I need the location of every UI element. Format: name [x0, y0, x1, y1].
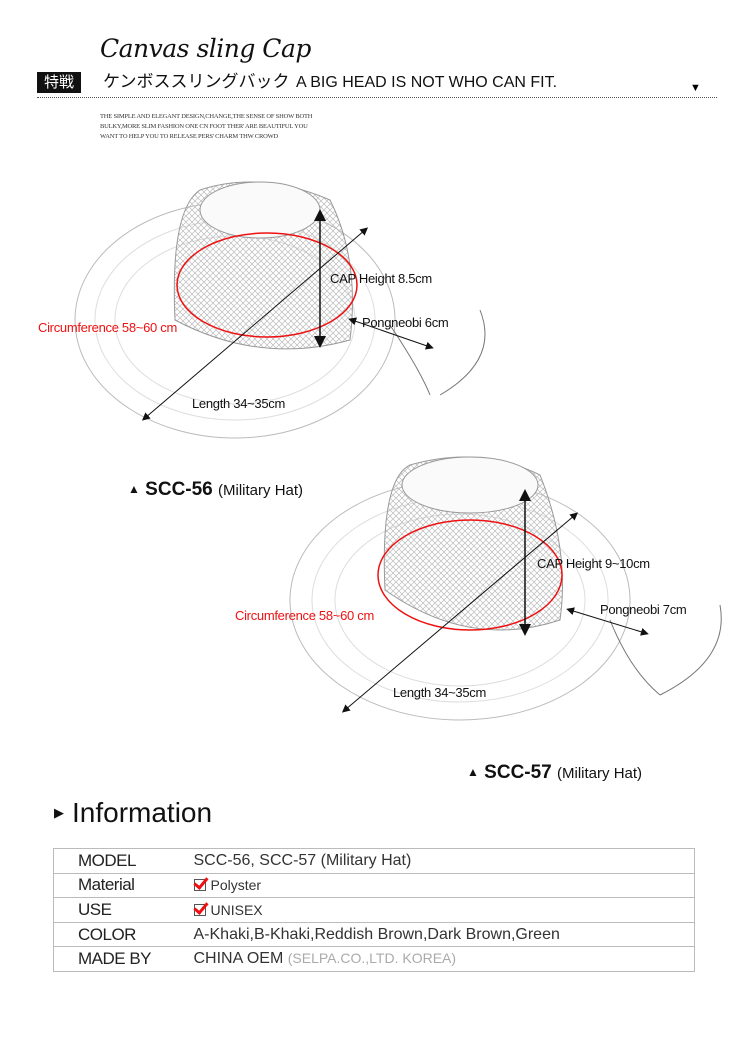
divider — [37, 97, 717, 98]
row-value: UNISEX — [210, 901, 263, 918]
row-key: USE — [53, 897, 194, 923]
hat1-pongneobi: Pongneobi 6cm — [362, 315, 449, 330]
hat2-caption: ▲ SCC-57 (Military Hat) — [467, 762, 642, 784]
badge: 特戦 — [37, 72, 82, 93]
hat2-cap-height: CAP Height 9~10cm — [537, 556, 650, 571]
hat-scc-57 — [289, 456, 722, 721]
model-type: (Military Hat) — [218, 482, 304, 499]
model-code: SCC-57 — [484, 762, 552, 783]
checkbox-checked-icon — [193, 879, 206, 892]
hat-scc-56 — [74, 181, 486, 439]
row-value: SCC-56, SCC-57 (Military Hat) — [193, 848, 695, 874]
hat2-circumference: Circumference 58~60 cm — [235, 608, 374, 623]
checkbox-checked-icon — [193, 903, 206, 916]
row-value-extra: (SELPA.CO.,LTD. KOREA) — [287, 950, 457, 967]
hat2-pongneobi: Pongneobi 7cm — [600, 602, 687, 617]
hat1-circumference: Circumference 58~60 cm — [38, 320, 177, 335]
row-value: Polyster — [210, 877, 262, 894]
hat1-length: Length 34~35cm — [192, 396, 286, 411]
table-row: Material Polyster — [53, 872, 695, 899]
information-heading: ▶ Information — [54, 797, 212, 829]
row-key: MODEL — [53, 848, 194, 874]
model-code: SCC-56 — [145, 479, 213, 500]
triangle-up-icon: ▲ — [467, 765, 479, 779]
title-script: Canvas sling Cap — [100, 34, 311, 63]
model-type: (Military Hat) — [557, 765, 643, 782]
row-value: CHINA OEM — [193, 950, 284, 968]
hat-illustrations — [74, 181, 722, 721]
information-title: Information — [72, 797, 213, 828]
row-key: Material — [53, 872, 194, 899]
row-key: MADE BY — [53, 946, 194, 972]
row-value: A-Khaki,B-Khaki,Reddish Brown,Dark Brown… — [193, 921, 695, 948]
hat1-cap-height: CAP Height 8.5cm — [330, 271, 432, 286]
hat2-length: Length 34~35cm — [393, 685, 487, 700]
triangle-right-icon: ▶ — [54, 805, 64, 820]
intro-text: THE SIMPLE AND ELEGANT DESIGN,CHANGE,THE… — [100, 113, 313, 140]
triangle-up-icon: ▲ — [128, 482, 140, 496]
row-key: COLOR — [53, 921, 194, 948]
table-row: USE UNISEX — [53, 897, 695, 923]
triangle-down-icon: ▼ — [690, 82, 701, 94]
japanese-title: ケンボススリングバック — [103, 72, 290, 91]
slogan: A BIG HEAD IS NOT WHO CAN FIT. — [296, 74, 558, 91]
hat1-caption: ▲ SCC-56 (Military Hat) — [128, 479, 303, 501]
